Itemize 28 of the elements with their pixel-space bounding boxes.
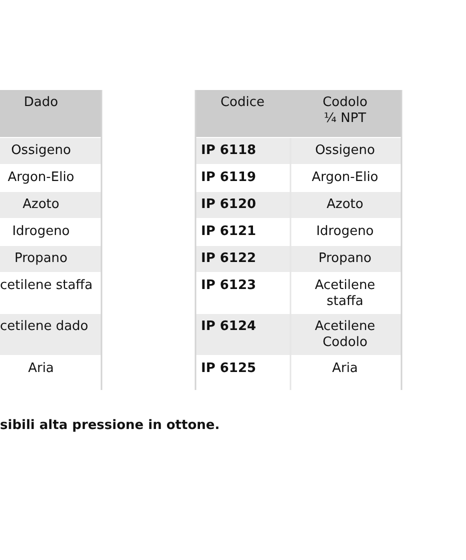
column-header: Codice [219,95,266,111]
gas-name: cetilene staffa [0,278,93,294]
gas-name: Acetilene staffa [314,278,376,310]
product-code: IP 6118 [201,143,258,159]
gas-name: Propano [317,251,373,267]
product-code: IP 6122 [201,251,258,267]
gas-name: Azoto [326,197,364,213]
gas-name: Aria [331,361,359,377]
gas-name: Acetilene Codolo [314,319,376,351]
gas-name: Ossigeno [10,143,72,159]
product-code: IP 6119 [201,170,258,186]
gas-name: cetilene dado [0,319,88,335]
gas-name: Idrogeno [11,224,71,240]
gas-name: Argon-Elio [310,170,380,186]
gas-name: Ossigeno [314,143,376,159]
product-code: IP 6125 [201,361,258,377]
product-code: IP 6121 [201,224,258,240]
gas-name: Azoto [22,197,60,213]
product-code: IP 6120 [201,197,258,213]
gas-name: Aria [27,361,55,377]
column-header: Dado [22,95,60,111]
gas-name: Idrogeno [315,224,375,240]
note-text: sibili alta pressione in ottone. [0,418,221,434]
gas-name: Argon-Elio [6,170,76,186]
product-code: IP 6123 [201,278,258,294]
column-header: Codolo ¼ NPT [322,95,368,127]
product-code: IP 6124 [201,319,258,335]
gas-name: Propano [13,251,69,267]
